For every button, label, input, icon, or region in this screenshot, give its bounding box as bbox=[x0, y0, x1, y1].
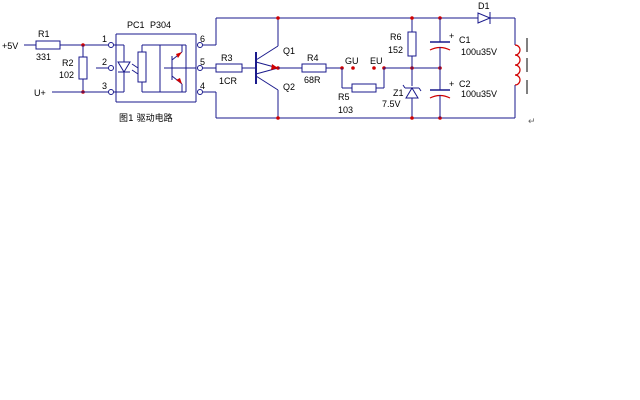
r6-ref: R6 bbox=[390, 32, 402, 42]
r6-value: 152 bbox=[388, 45, 403, 55]
node-eu: EU bbox=[370, 56, 383, 66]
r3-value: 1CR bbox=[219, 76, 238, 86]
resistor-r5 bbox=[351, 83, 377, 93]
pin-6-label: 6 bbox=[200, 34, 205, 44]
c2-plus: + bbox=[449, 79, 454, 89]
c1-ref: C1 bbox=[459, 35, 471, 45]
node-gu: GU bbox=[345, 56, 359, 66]
diode-icon bbox=[477, 12, 492, 24]
pin-4 bbox=[197, 89, 203, 95]
pin-2-label: 2 bbox=[102, 57, 107, 67]
optocoupler-pc1: PC1 P304 1 2 3 6 5 4 bbox=[102, 20, 205, 103]
input-section: +5V R1 331 R2 102 U+ bbox=[2, 29, 108, 98]
r3-ref: R3 bbox=[221, 53, 233, 63]
r1-ref: R1 bbox=[38, 29, 50, 39]
paragraph-mark: ↵ bbox=[528, 116, 536, 126]
coil-icon bbox=[514, 44, 521, 86]
r5-value: 103 bbox=[338, 105, 353, 115]
r2-value: 102 bbox=[59, 70, 74, 80]
capacitor-section: + C1 100u35V + C2 100u35V bbox=[429, 16, 497, 120]
zener-icon bbox=[405, 87, 419, 99]
diode-coil-section: D1 ↵ bbox=[477, 1, 536, 126]
pin-1 bbox=[108, 42, 114, 48]
input-label: U+ bbox=[34, 88, 46, 98]
resistor-r4 bbox=[301, 63, 327, 73]
resistor-r3 bbox=[215, 63, 243, 73]
q1-label: Q1 bbox=[283, 46, 295, 56]
q2-label: Q2 bbox=[283, 82, 295, 92]
r2-ref: R2 bbox=[62, 58, 74, 68]
pin-3-label: 3 bbox=[102, 81, 107, 91]
r4-value: 68R bbox=[304, 75, 321, 85]
c2-value: 100u35V bbox=[461, 89, 497, 99]
led-icon bbox=[117, 61, 131, 73]
pin-4-label: 4 bbox=[200, 81, 205, 91]
r5-ref: R5 bbox=[338, 92, 350, 102]
pin-5 bbox=[197, 65, 203, 71]
resistor-r1 bbox=[35, 40, 61, 50]
c1-value: 100u35V bbox=[461, 47, 497, 57]
pin-1-label: 1 bbox=[102, 34, 107, 44]
supply-label: +5V bbox=[2, 41, 18, 51]
z1-ref: Z1 bbox=[393, 88, 404, 98]
opto-ref: PC1 bbox=[127, 20, 145, 30]
driver-stage: R3 1CR Q1 Q2 R4 68R bbox=[203, 16, 515, 120]
r1-value: 331 bbox=[36, 52, 51, 62]
opto-part: P304 bbox=[150, 20, 171, 30]
c2-ref: C2 bbox=[459, 79, 471, 89]
pin-3 bbox=[108, 89, 114, 95]
output-section: GU EU R5 103 R6 152 Z1 7.5V bbox=[338, 16, 440, 120]
r4-ref: R4 bbox=[307, 53, 319, 63]
resistor-r6 bbox=[407, 31, 417, 57]
figure-caption: 图1 驱动电路 bbox=[119, 112, 173, 124]
pin-2 bbox=[108, 65, 114, 71]
d1-label: D1 bbox=[478, 1, 490, 11]
c1-plus: + bbox=[449, 31, 454, 41]
resistor-r2 bbox=[78, 56, 88, 80]
pin-6 bbox=[197, 42, 203, 48]
pin-5-label: 5 bbox=[200, 57, 205, 67]
z1-value: 7.5V bbox=[382, 99, 401, 109]
